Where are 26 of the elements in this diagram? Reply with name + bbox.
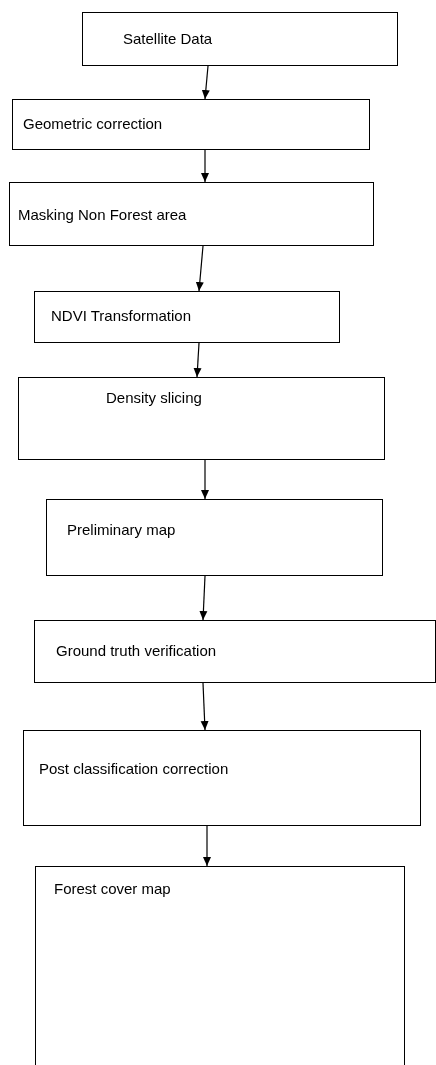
arrow [193,342,202,378]
step-label: Satellite Data [123,29,214,49]
arrow [195,245,204,292]
process-box [9,182,374,246]
process-box [23,730,421,826]
arrow [203,825,211,867]
process-box [34,620,436,683]
process-box [35,866,405,1065]
arrow [201,149,209,183]
process-box [46,499,383,576]
process-box [34,291,340,343]
arrow [199,575,208,621]
step-label: Ground truth verification [56,641,218,661]
arrow [201,65,210,100]
arrow [200,682,209,731]
process-box [12,99,370,150]
step-label: NDVI Transformation [51,306,193,326]
process-box [18,377,385,460]
step-label: Preliminary map [67,520,177,540]
arrow [201,459,209,500]
step-label: Density slicing [106,388,203,408]
step-label: Forest cover map [54,879,172,899]
step-label: Post classification correction [39,759,230,779]
step-label: Geometric correction [23,114,164,134]
step-label: Masking Non Forest area [18,205,188,225]
process-box [82,12,398,66]
